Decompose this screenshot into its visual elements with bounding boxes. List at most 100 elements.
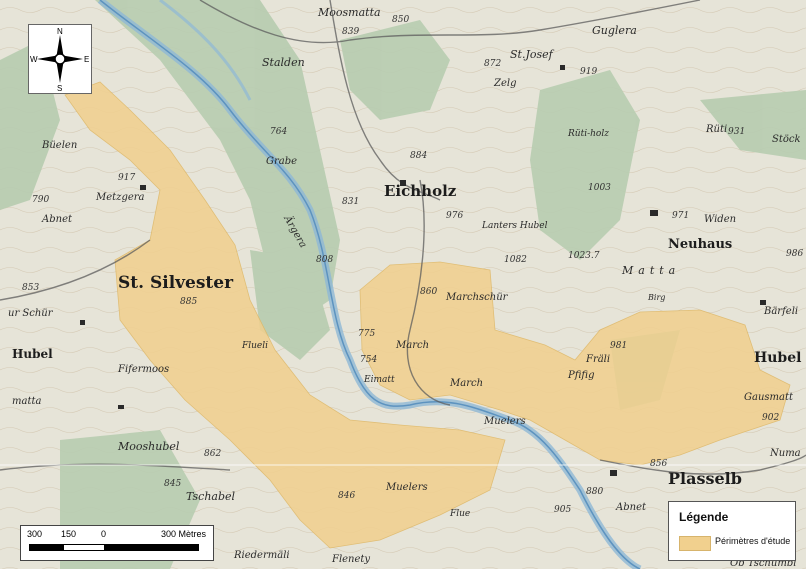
svg-text:850: 850 xyxy=(392,15,409,25)
svg-text:831: 831 xyxy=(342,197,359,207)
place-label: Widen xyxy=(704,214,736,225)
svg-text:862: 862 xyxy=(204,449,221,459)
compass-s: S xyxy=(57,84,62,93)
scale-label: 300 Mètres xyxy=(161,529,207,539)
place-label: Lanters Hubel xyxy=(481,221,548,231)
legend-swatch xyxy=(679,536,711,551)
scale-label: 300 xyxy=(27,529,43,539)
svg-text:1003: 1003 xyxy=(588,183,611,193)
place-label: Stalden xyxy=(262,56,305,69)
place-label: March xyxy=(449,378,483,389)
svg-text:905: 905 xyxy=(554,505,571,515)
place-label: Büelen xyxy=(41,140,77,151)
place-label: Matta xyxy=(621,264,680,277)
place-label: matta xyxy=(12,396,41,407)
svg-text:880: 880 xyxy=(586,487,603,497)
svg-text:885: 885 xyxy=(180,297,197,307)
place-label: Mooshubel xyxy=(117,440,180,453)
svg-text:919: 919 xyxy=(580,67,597,77)
svg-text:981: 981 xyxy=(610,341,627,351)
scale-bar: 300 150 0 300 Mètres xyxy=(20,525,214,561)
roads xyxy=(0,0,806,475)
elevation-labels: 850 839 872 919 931 764 884 917 790 831 … xyxy=(22,15,803,515)
place-label: Hubel xyxy=(12,347,53,361)
svg-text:931: 931 xyxy=(728,127,745,137)
place-label: St.Josef xyxy=(510,48,555,61)
svg-text:808: 808 xyxy=(316,255,333,265)
svg-text:986: 986 xyxy=(786,249,803,259)
rivers xyxy=(97,0,642,569)
study-perimeter-areas xyxy=(64,81,791,549)
place-label: Rüti xyxy=(705,124,727,135)
scale-segment xyxy=(63,544,105,551)
place-label: ur Schür xyxy=(8,308,54,319)
svg-text:902: 902 xyxy=(762,413,779,423)
place-label: Fräli xyxy=(585,354,610,365)
place-label: Grabe xyxy=(266,156,297,167)
place-label: Neuhaus xyxy=(668,237,732,252)
scale-segment xyxy=(29,544,63,551)
scale-label: 150 xyxy=(61,529,77,539)
place-label: Bärfeli xyxy=(763,306,798,317)
svg-text:884: 884 xyxy=(410,151,427,161)
place-label: St. Silvester xyxy=(118,273,234,293)
svg-text:917: 917 xyxy=(118,173,135,183)
place-label: Ob Tschümbl xyxy=(730,558,796,569)
place-label: Gausmatt xyxy=(744,392,794,403)
place-label: Flueli xyxy=(241,341,268,351)
place-label: Marchschür xyxy=(445,292,509,303)
svg-text:764: 764 xyxy=(270,127,287,137)
study-area-east xyxy=(359,261,791,466)
place-label: Flue xyxy=(449,509,470,519)
svg-text:790: 790 xyxy=(32,195,49,205)
place-label: Birg xyxy=(647,293,665,302)
buildings xyxy=(80,65,766,476)
place-label: Zelg xyxy=(493,78,516,89)
svg-text:872: 872 xyxy=(484,59,501,69)
svg-text:856: 856 xyxy=(650,459,667,469)
place-label: Fifermoos xyxy=(117,364,169,375)
place-label: Pfifig xyxy=(567,370,594,381)
place-label: Muelers xyxy=(483,416,526,427)
svg-text:775: 775 xyxy=(358,329,375,339)
svg-text:1023.7: 1023.7 xyxy=(568,251,600,261)
svg-text:860: 860 xyxy=(420,287,437,297)
north-arrow: N S W E xyxy=(28,24,92,94)
scale-segment xyxy=(105,544,199,551)
compass-e: E xyxy=(84,55,89,64)
place-label: Stöck xyxy=(772,134,801,145)
place-label: Moosmatta xyxy=(317,6,381,19)
svg-text:853: 853 xyxy=(22,283,39,293)
scale-label: 0 xyxy=(101,529,107,539)
place-label: Eichholz xyxy=(384,182,457,200)
place-label: Riedermäli xyxy=(233,550,290,561)
svg-text:976: 976 xyxy=(446,211,463,221)
compass-icon: N S W E xyxy=(30,27,89,93)
svg-text:971: 971 xyxy=(672,211,689,221)
place-label: Eimatt xyxy=(363,375,395,385)
place-label: Numa xyxy=(769,448,801,459)
svg-text:754: 754 xyxy=(360,355,377,365)
place-label: Muelers xyxy=(385,482,428,493)
place-label: Tschabel xyxy=(186,490,236,503)
place-label: Metzgera xyxy=(95,192,145,203)
place-labels: Moosmatta Guglera St.Josef Stalden Zelg … xyxy=(8,6,801,569)
place-label: Abnet xyxy=(615,502,647,513)
place-label: Hubel xyxy=(754,350,801,366)
legend-label: Périmètres d'étude xyxy=(715,536,791,546)
study-area-west xyxy=(64,81,506,549)
place-label: Flenety xyxy=(331,554,370,565)
place-label: Rüti-holz xyxy=(567,129,609,139)
place-label: Abnet xyxy=(41,214,73,225)
place-label: March xyxy=(395,340,429,351)
svg-text:846: 846 xyxy=(338,491,355,501)
place-label: Guglera xyxy=(592,24,637,37)
svg-text:1082: 1082 xyxy=(504,255,527,265)
legend-title: Légende xyxy=(679,510,729,524)
svg-text:845: 845 xyxy=(164,479,181,489)
compass-n: N xyxy=(57,27,63,36)
map-legend: Légende Périmètres d'étude xyxy=(668,501,796,561)
svg-text:839: 839 xyxy=(342,27,359,37)
place-label: Plasselb xyxy=(668,469,742,488)
